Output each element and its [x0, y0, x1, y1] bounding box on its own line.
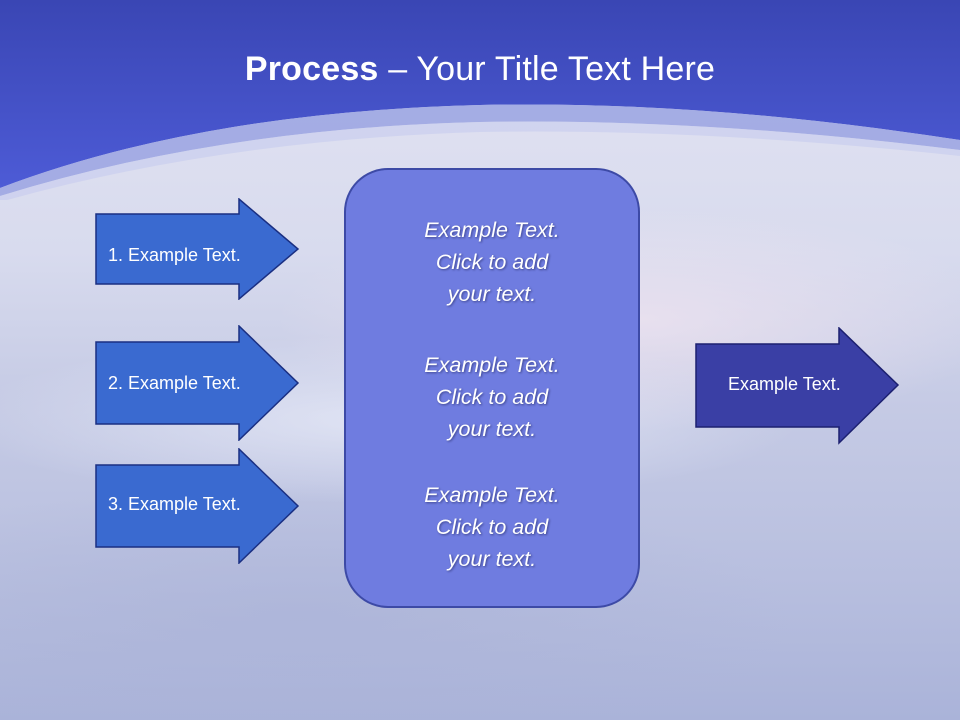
output-arrow-label: Example Text.: [728, 374, 841, 394]
block-2-line-2: Click to add: [435, 385, 549, 409]
input-arrow-3[interactable]: 3. Example Text.: [95, 448, 301, 564]
block-2-line-3: your text.: [447, 417, 537, 441]
block-1-line-1: Example Text.: [424, 218, 560, 242]
center-text-block-3: Example Text. Click to add your text.: [346, 479, 638, 575]
output-arrow[interactable]: Example Text.: [695, 327, 901, 445]
input-arrow-1-label: 1. Example Text.: [108, 245, 241, 265]
block-3-line-2: Click to add: [435, 515, 549, 539]
center-text-block-1: Example Text. Click to add your text.: [346, 214, 638, 310]
block-1-line-2: Click to add: [435, 250, 549, 274]
arrow-shape-2: [95, 325, 300, 441]
arrow-shape-1: [95, 198, 300, 300]
block-2-line-1: Example Text.: [424, 353, 560, 377]
output-arrow-shape: [695, 327, 900, 445]
center-text-block-2: Example Text. Click to add your text.: [346, 349, 638, 445]
block-1-line-3: your text.: [447, 282, 537, 306]
header-band: [0, 0, 960, 200]
arrow-shape-3: [95, 448, 300, 564]
block-3-line-1: Example Text.: [424, 483, 560, 507]
center-process-box[interactable]: Example Text. Click to add your text. Ex…: [344, 168, 640, 608]
input-arrow-2[interactable]: 2. Example Text.: [95, 325, 301, 441]
block-3-line-3: your text.: [447, 547, 537, 571]
input-arrow-2-label: 2. Example Text.: [108, 373, 241, 393]
slide-title: Process – Your Title Text Here: [0, 50, 960, 89]
input-arrow-3-label: 3. Example Text.: [108, 494, 241, 514]
title-rest: – Your Title Text Here: [378, 50, 716, 88]
title-bold: Process: [244, 50, 379, 88]
input-arrow-1[interactable]: 1. Example Text.: [95, 198, 301, 300]
